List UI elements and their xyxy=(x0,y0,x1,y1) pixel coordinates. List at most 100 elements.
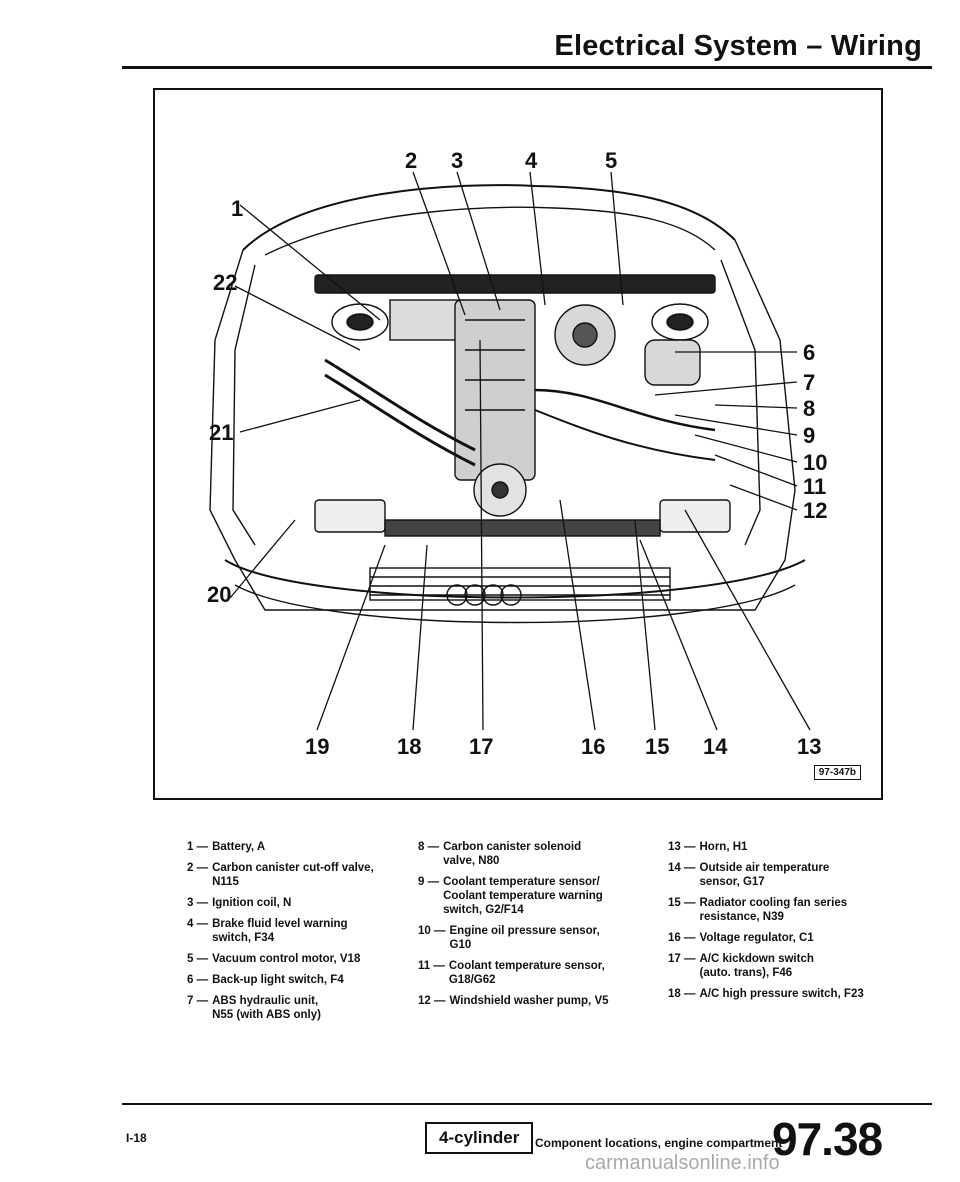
legend-item-text: A/C kickdown switch (auto. trans), F46 xyxy=(699,953,814,979)
legend-item-text: Battery, A xyxy=(212,841,266,853)
legend-item: 13 —Horn, H1 xyxy=(668,840,898,854)
legend-item-text: ABS hydraulic unit, N55 (with ABS only) xyxy=(212,995,321,1021)
legend-item-text: Windshield washer pump, V5 xyxy=(449,995,609,1007)
leader-16 xyxy=(559,499,596,731)
callout-3: 3 xyxy=(451,148,463,173)
page-title: Electrical System – Wiring xyxy=(554,30,922,62)
callout-2: 2 xyxy=(405,148,417,173)
legend-item-text: Engine oil pressure sensor, G10 xyxy=(449,925,600,951)
legend-item-text: Coolant temperature sensor/ Coolant temp… xyxy=(443,876,603,916)
legend-item-text: Voltage regulator, C1 xyxy=(699,932,814,944)
leader-11 xyxy=(714,454,798,487)
callout-18: 18 xyxy=(397,734,421,759)
leader-15 xyxy=(634,519,656,731)
legend-item-number: 6 — xyxy=(187,974,209,986)
leader-8 xyxy=(714,404,798,409)
callout-21: 21 xyxy=(209,420,233,445)
legend-item: 11 —Coolant temperature sensor, G18/G62 xyxy=(418,959,643,987)
legend-item: 16 —Voltage regulator, C1 xyxy=(668,931,898,945)
callout-10: 10 xyxy=(803,450,827,475)
legend-item-text: Carbon canister cut-off valve, N115 xyxy=(212,862,374,888)
legend-item-number: 10 — xyxy=(418,925,446,937)
legend-item-number: 15 — xyxy=(668,897,696,909)
legend-item-text: A/C high pressure switch, F23 xyxy=(699,988,864,1000)
callout-13: 13 xyxy=(797,734,821,759)
leader-3 xyxy=(456,171,501,311)
callout-22: 22 xyxy=(213,270,237,295)
callout-16: 16 xyxy=(581,734,605,759)
legend-item: 9 —Coolant temperature sensor/ Coolant t… xyxy=(418,875,643,917)
legend-item-text: Outside air temperature sensor, G17 xyxy=(699,862,830,888)
leader-1 xyxy=(239,204,381,321)
legend-item-number: 3 — xyxy=(187,897,209,909)
leader-12 xyxy=(729,484,798,511)
callout-11: 11 xyxy=(803,474,826,499)
footer-rule xyxy=(122,1103,932,1105)
legend-item-number: 8 — xyxy=(418,841,440,853)
leader-19 xyxy=(316,544,386,731)
legend-item: 12 —Windshield washer pump, V5 xyxy=(418,994,643,1008)
footer-caption: Component locations, engine compartment xyxy=(535,1136,783,1150)
leader-9 xyxy=(674,414,798,436)
callout-4: 4 xyxy=(525,148,538,173)
callout-20: 20 xyxy=(207,582,231,607)
legend-item-number: 7 — xyxy=(187,995,209,1007)
callout-12: 12 xyxy=(803,498,827,523)
callout-15: 15 xyxy=(645,734,669,759)
legend-item-text: Brake fluid level warning switch, F34 xyxy=(212,918,348,944)
legend-item: 4 —Brake fluid level warning switch, F34 xyxy=(187,917,377,945)
car-body-illustration xyxy=(209,184,806,624)
leader-22 xyxy=(234,285,361,351)
legend-item-number: 12 — xyxy=(418,995,446,1007)
callout-17: 17 xyxy=(469,734,493,759)
legend-item-number: 9 — xyxy=(418,876,440,888)
leader-14 xyxy=(639,539,718,731)
leader-7 xyxy=(654,381,798,396)
legend-item: 6 —Back-up light switch, F4 xyxy=(187,973,377,987)
callout-14: 14 xyxy=(703,734,728,759)
callout-6: 6 xyxy=(803,340,815,365)
figure-id: 97-347b xyxy=(813,765,861,780)
callout-leaders xyxy=(229,171,811,731)
leader-21 xyxy=(239,399,361,433)
watermark: carmanualsonline.info xyxy=(585,1152,780,1174)
callout-9: 9 xyxy=(803,423,815,448)
legend-item: 1 —Battery, A xyxy=(187,840,377,854)
legend-item: 2 —Carbon canister cut-off valve, N115 xyxy=(187,861,377,889)
leader-4 xyxy=(529,171,546,306)
callout-7: 7 xyxy=(803,370,815,395)
callout-1: 1 xyxy=(231,196,243,221)
legend-item: 7 —ABS hydraulic unit, N55 (with ABS onl… xyxy=(187,994,377,1022)
legend-item-number: 1 — xyxy=(187,841,209,853)
legend-item: 3 —Ignition coil, N xyxy=(187,896,377,910)
page-number: I-18 xyxy=(126,1131,147,1145)
legend-item-number: 5 — xyxy=(187,953,209,965)
legend-item-text: Ignition coil, N xyxy=(212,897,292,909)
callout-8: 8 xyxy=(803,396,815,421)
legend-item-text: Back-up light switch, F4 xyxy=(212,974,344,986)
leader-20 xyxy=(229,519,296,599)
legend-item: 8 —Carbon canister solenoid valve, N80 xyxy=(418,840,643,868)
legend-item-number: 16 — xyxy=(668,932,696,944)
legend-item: 5 —Vacuum control motor, V18 xyxy=(187,952,377,966)
legend-item-text: Coolant temperature sensor, G18/G62 xyxy=(448,960,605,986)
legend-item-number: 18 — xyxy=(668,988,696,1000)
legend-item-text: Horn, H1 xyxy=(699,841,748,853)
leader-17 xyxy=(479,339,484,731)
leader-10 xyxy=(694,434,798,463)
legend-item-text: Vacuum control motor, V18 xyxy=(212,953,361,965)
legend-item-text: Radiator cooling fan series resistance, … xyxy=(699,897,848,923)
callout-19: 19 xyxy=(305,734,329,759)
legend-item-number: 2 — xyxy=(187,862,209,874)
legend-item-number: 17 — xyxy=(668,953,696,965)
legend-column-2: 8 —Carbon canister solenoid valve, N80 9 … xyxy=(418,840,643,1015)
callout-5: 5 xyxy=(605,148,617,173)
legend-item: 10 —Engine oil pressure sensor, G10 xyxy=(418,924,643,952)
legend-item-number: 13 — xyxy=(668,841,696,853)
leader-13 xyxy=(684,509,811,731)
